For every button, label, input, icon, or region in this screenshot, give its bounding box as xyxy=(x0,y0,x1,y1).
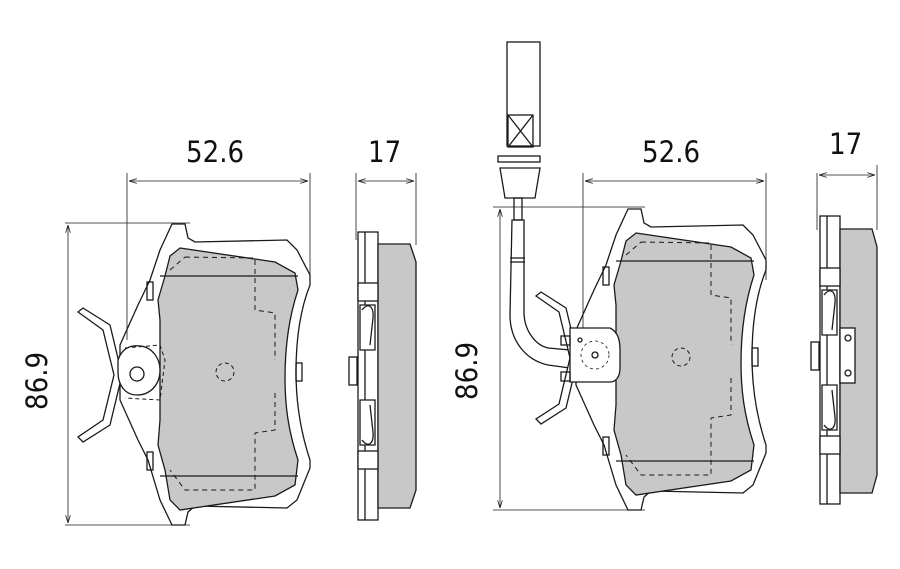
right-height-label: 86.9 xyxy=(450,342,484,400)
left-pad-side-view xyxy=(348,173,417,521)
left-pad-front-view xyxy=(65,173,311,526)
right-pad-front-view xyxy=(493,41,767,511)
right-pad-side-view xyxy=(810,165,878,505)
left-width-label: 52.6 xyxy=(186,135,244,169)
left-thickness-label: 17 xyxy=(368,135,401,169)
left-height-label: 86.9 xyxy=(20,352,54,410)
right-thickness-label: 17 xyxy=(829,127,862,161)
right-width-label: 52.6 xyxy=(642,135,700,169)
